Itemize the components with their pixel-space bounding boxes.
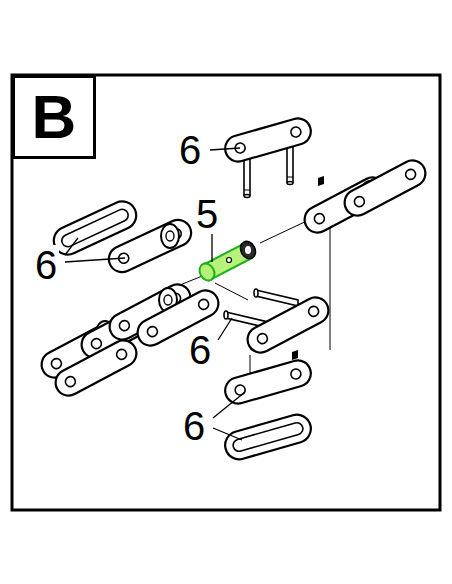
roller-link-left bbox=[49, 197, 195, 277]
bushing bbox=[197, 239, 259, 283]
callout-number: 6 bbox=[187, 330, 213, 370]
roller-link-right bbox=[300, 156, 430, 237]
leader-lines bbox=[65, 148, 245, 440]
connecting-plate-bottom bbox=[222, 357, 314, 462]
callout-number: 6 bbox=[177, 130, 203, 170]
figure-letter: B bbox=[32, 86, 77, 148]
chain-section bbox=[37, 280, 223, 400]
connecting-plate-middle bbox=[224, 289, 333, 357]
connecting-plate-top bbox=[222, 115, 314, 197]
callout-number: 5 bbox=[194, 194, 220, 234]
callout-number: 6 bbox=[181, 406, 207, 446]
callout-number: 6 bbox=[33, 245, 59, 285]
figure-letter-box: B bbox=[12, 75, 96, 159]
frame bbox=[12, 75, 440, 510]
